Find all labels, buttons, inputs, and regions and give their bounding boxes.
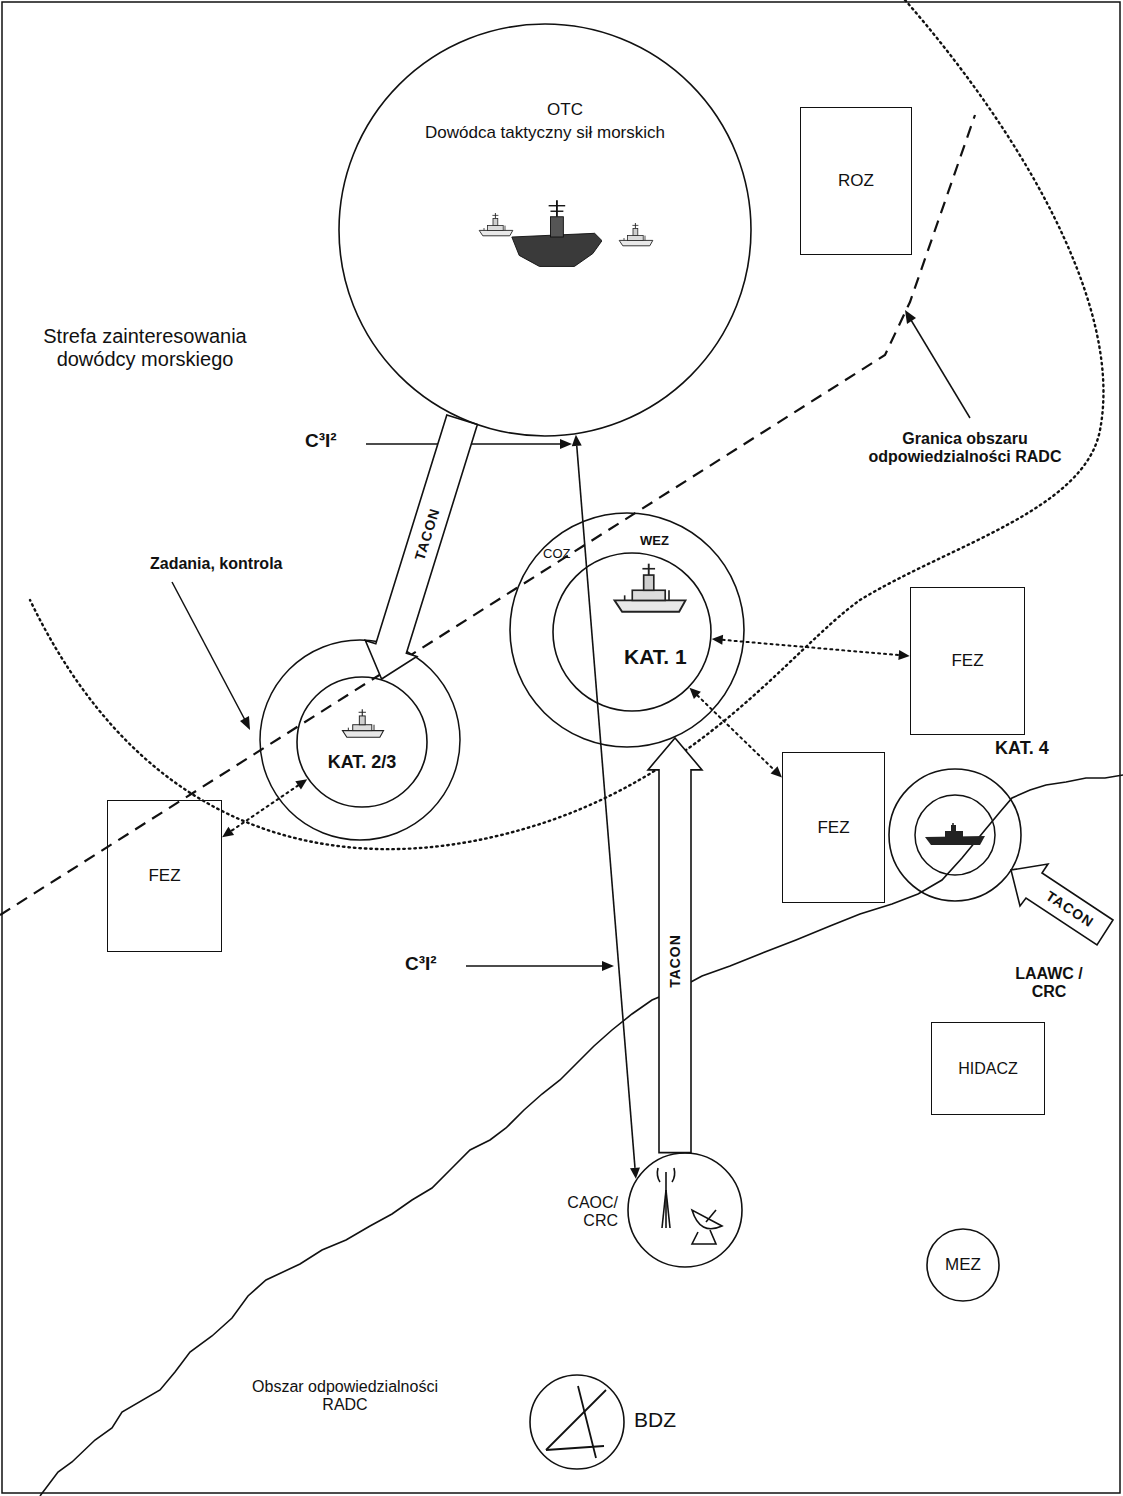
node-text: COZ [543,547,579,562]
area-label: Obszar odpowiedzialności RADC [245,1378,445,1415]
node-text: WEZ [640,534,682,549]
tacon-arrow [365,415,477,679]
ship-icon [342,709,383,737]
radc-boundary-dashed [0,115,975,915]
c3i2-link [572,435,640,1179]
bdz-symbol [546,1386,606,1458]
node-text: KAT. 2/3 [307,752,417,773]
c3i2-label: C³I² [405,953,463,975]
edge-label: TACON [667,934,683,988]
kat4-circle: KAT. 4 [888,768,1022,902]
node-text: FEZ [783,818,884,838]
node-text: HIDACZ [932,1059,1044,1077]
link-line [723,640,899,655]
node-text: BDZ [634,1408,704,1432]
naval-interest-dotted [30,0,1103,849]
link-line [697,695,774,769]
circle-outline [510,513,744,747]
leader-arrow [172,310,970,971]
circle-outline [338,23,752,437]
circle-outline [553,553,711,711]
kat23-outer-ring [260,640,460,840]
caoc-crc-circle: CAOC/ CRC [627,1152,743,1268]
circle-outline [888,768,1022,902]
tasks-label: Zadania, kontrola [150,555,325,573]
kat23-circle: KAT. 2/3 [296,676,428,808]
tacon-label: TACON [1043,888,1097,931]
arrow-head [712,635,723,645]
escort-ship-icon [619,223,653,246]
dotted-link [222,779,307,837]
circle-outline [889,769,1021,901]
kat4-inner-ring [915,795,995,875]
fez-box: FEZ [107,800,222,952]
coz-circle: COZWEZKAT. 1 [509,512,745,748]
circle-outline [628,1153,742,1267]
node-text: Dowódca taktyczny sił morskich [395,123,695,143]
otc-circle: OTC Dowódca taktyczny sił morskich [338,23,752,437]
carrier-icon [512,200,602,266]
node-text: KAT. 4 [995,738,1085,759]
arrow-head [689,688,700,699]
arrow-head [295,779,307,789]
node-text: FEZ [108,866,221,886]
ship-icon [615,564,686,612]
arrow-head [222,827,234,837]
tacon-arrow [648,738,702,1153]
edge-label: TACON [411,506,442,562]
circle-outline [529,1374,625,1470]
wez-circle: WEZKAT. 1 [552,552,712,712]
circle-outline [552,552,712,712]
dotted-link [689,688,781,778]
zone-label: Strefa zainteresowania dowódcy morskiego [25,325,265,371]
link-line [231,785,298,831]
circle-outline [296,676,428,808]
block-arrow-shape [365,415,477,679]
node-text: ROZ [801,171,911,191]
circle-outline [530,1375,624,1469]
tacon-block-arrow [1011,864,1113,945]
arrow-head [572,435,582,446]
circle-outline [339,24,751,436]
laawc-crc-label: LAAWC / CRC [1005,965,1093,1002]
antenna-icon [657,1168,722,1244]
bdz-circle: BDZ [529,1374,625,1470]
node-text: MEZ [926,1255,1000,1275]
node-text: FEZ [911,651,1024,671]
link-line [577,446,635,1168]
dark-ship-icon [925,823,985,845]
escort-ship-icon [479,213,513,236]
boundary-label: Granica obszaru odpowiedzialności RADC [850,430,1080,467]
mez-circle: MEZ [926,1228,1000,1302]
node-text: OTC [520,100,610,120]
hidacz-box: HIDACZ [931,1022,1045,1115]
fez-box: FEZ [782,752,885,903]
node-text: KAT. 1 [624,645,706,669]
circle-outline [297,677,427,807]
circle-outline [627,1152,743,1268]
circle-outline [927,1229,999,1301]
arrow-head [771,766,782,777]
c3i2-label: C³I² [305,430,363,452]
coastline [40,775,1123,1496]
node-text: CAOC/ CRC [556,1194,618,1231]
block-arrow-shape [648,738,702,1153]
roz-box: ROZ [800,107,912,255]
fez-box: FEZ [910,587,1025,735]
arrow-head [898,650,909,660]
